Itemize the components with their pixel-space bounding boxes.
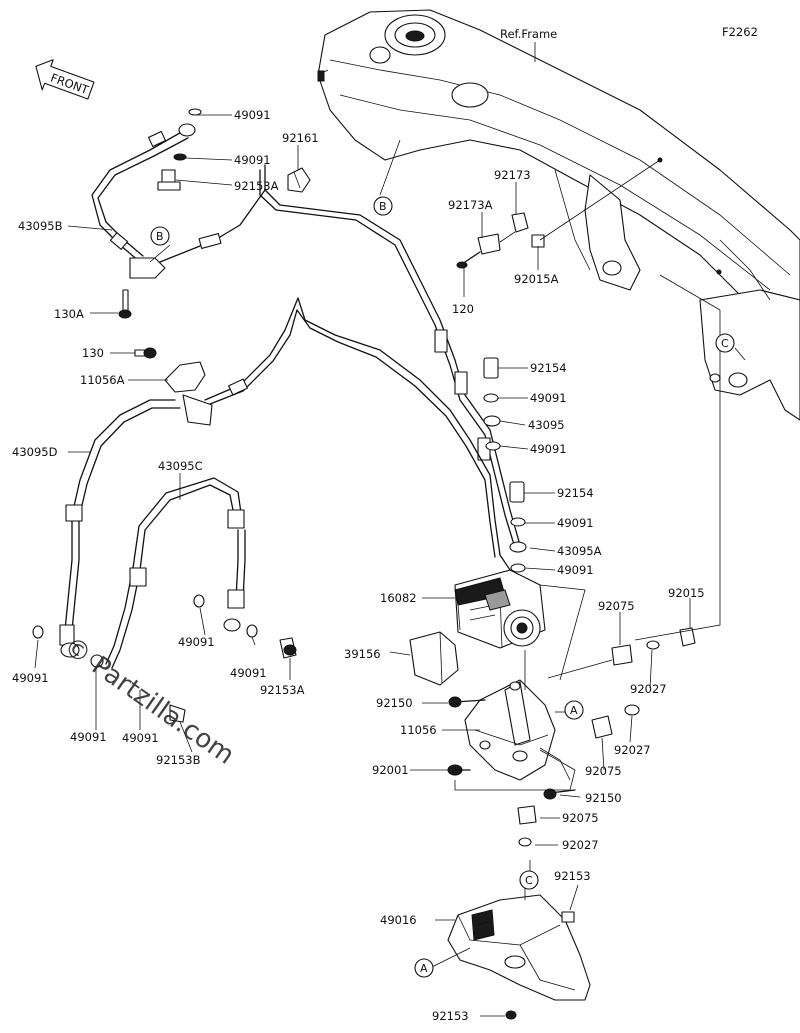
label-16082: 16082 — [380, 591, 417, 605]
label-49091: 49091 — [178, 635, 215, 649]
callout-B: B — [150, 226, 170, 246]
front-arrow: FRONT — [35, 59, 95, 100]
hose-43095D — [32, 394, 213, 658]
label-11056A: 11056A — [80, 373, 125, 387]
callout-C: C — [715, 333, 735, 353]
label-92075: 92075 — [598, 599, 635, 613]
fittings-upper — [483, 357, 527, 573]
clips-92173 — [456, 212, 545, 269]
label-49091: 49091 — [530, 391, 567, 405]
label-92153A: 92153A — [234, 179, 279, 193]
label-92150: 92150 — [376, 696, 413, 710]
cover-49016 — [447, 894, 591, 1020]
label-49091: 49091 — [557, 563, 594, 577]
label-43095C: 43095C — [158, 459, 203, 473]
label-92173: 92173 — [494, 168, 531, 182]
diagram-code: F2262 — [722, 25, 758, 39]
lower-brake-line — [204, 297, 511, 571]
bracket-11056 — [464, 679, 571, 781]
callout-A: A — [414, 958, 434, 978]
label-92027: 92027 — [562, 838, 599, 852]
label-43095B: 43095B — [18, 219, 63, 233]
label-49091: 49091 — [230, 666, 267, 680]
svg-text:B: B — [156, 230, 164, 243]
callout-B: B — [373, 196, 393, 216]
label-11056: 11056 — [400, 723, 437, 737]
clamp-92161 — [287, 167, 311, 193]
label-92015: 92015 — [668, 586, 705, 600]
label-43095D: 43095D — [12, 445, 58, 459]
label-92154: 92154 — [530, 361, 567, 375]
label-49091: 49091 — [70, 730, 107, 744]
abs-unit-16082 — [454, 569, 546, 649]
label-49091: 49091 — [122, 731, 159, 745]
label-39156: 39156 — [344, 647, 381, 661]
watermark: © Partzilla.com — [58, 631, 240, 771]
label-49091: 49091 — [557, 516, 594, 530]
label-92001: 92001 — [372, 763, 409, 777]
svg-text:A: A — [570, 704, 578, 717]
label-92161: 92161 — [282, 131, 319, 145]
label-92153B: 92153B — [156, 753, 201, 767]
cover-39156 — [409, 631, 459, 686]
bracket-11056A — [134, 347, 206, 393]
label-49091: 49091 — [234, 153, 271, 167]
label-92150: 92150 — [585, 791, 622, 805]
svg-text:A: A — [420, 962, 428, 975]
label-92075: 92075 — [562, 811, 599, 825]
label-49091: 49091 — [12, 671, 49, 685]
hose-43095B — [91, 108, 202, 319]
label-49016: 49016 — [380, 913, 417, 927]
callout-circles: B B C A C A — [150, 196, 735, 978]
label-92153: 92153 — [432, 1009, 469, 1023]
label-43095A: 43095A — [557, 544, 602, 558]
label-92075: 92075 — [585, 764, 622, 778]
part-labels: 49091 49091 92153A 92161 43095B 130A 921… — [12, 108, 705, 1023]
label-43095: 43095 — [528, 418, 565, 432]
label-92153A: 92153A — [260, 683, 305, 697]
label-92173A: 92173A — [448, 198, 493, 212]
label-49091: 49091 — [234, 108, 271, 122]
grommets — [517, 627, 696, 847]
label-92154: 92154 — [557, 486, 594, 500]
bolts-bracket — [447, 696, 576, 800]
label-92027: 92027 — [630, 682, 667, 696]
frame-assembly — [317, 9, 800, 421]
leader-lines — [34, 114, 746, 1017]
label-92015A: 92015A — [514, 272, 559, 286]
upper-brake-line — [159, 164, 521, 549]
ref-frame-label: Ref.Frame — [500, 27, 557, 41]
callout-A: A — [564, 700, 584, 720]
hose-43095C — [90, 477, 297, 723]
label-130A: 130A — [54, 307, 84, 321]
label-49091: 49091 — [530, 442, 567, 456]
label-120: 120 — [452, 302, 474, 316]
svg-text:C: C — [525, 874, 533, 887]
label-130: 130 — [82, 346, 104, 360]
svg-text:B: B — [379, 200, 387, 213]
svg-text:C: C — [721, 337, 729, 350]
callout-C: C — [519, 870, 539, 890]
label-92153: 92153 — [554, 869, 591, 883]
label-92027: 92027 — [614, 743, 651, 757]
